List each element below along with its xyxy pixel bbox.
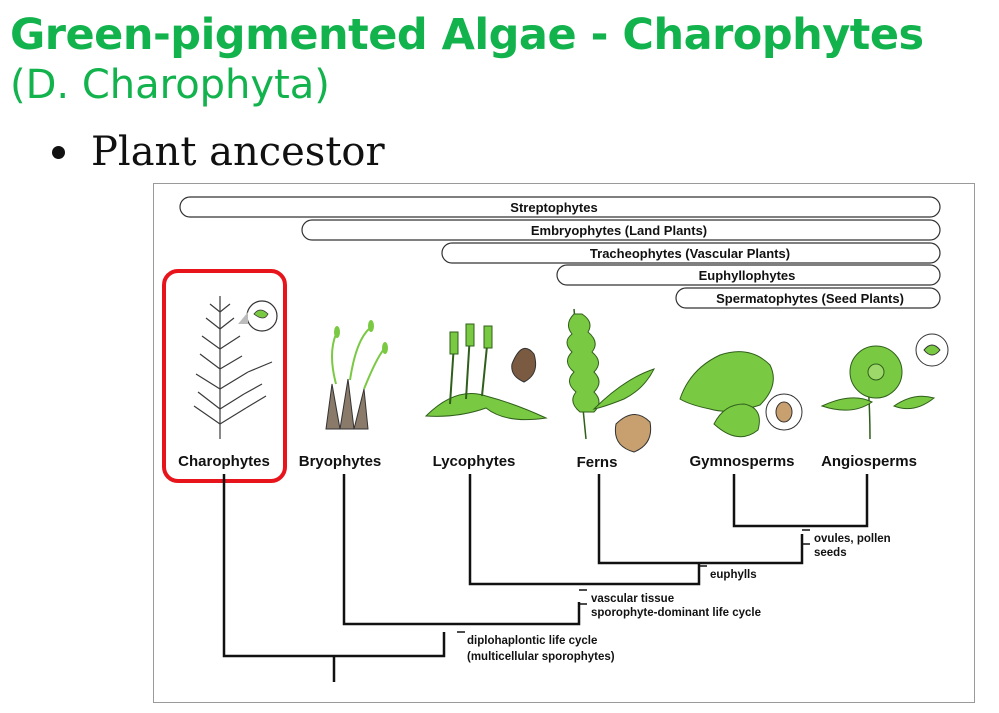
slide-subtitle: (D. Charophyta) <box>10 62 330 108</box>
clade-bar-embryophytes <box>301 219 941 241</box>
clade-label-spermatophytes: Spermatophytes (Seed Plants) <box>716 291 904 306</box>
clade-label-euphyllophytes: Euphyllophytes <box>699 268 796 283</box>
trait-label-sporophyte-dominant: sporophyte-dominant life cycle <box>591 607 761 619</box>
taxon-label-gymnosperms: Gymnosperms <box>689 453 794 470</box>
trait-label-multicellular-sporophytes: (multicellular sporophytes) <box>467 651 615 663</box>
taxon-label-ferns: Ferns <box>577 454 618 471</box>
phylogeny-figure: Streptophytes Embryophytes (Land Plants)… <box>153 183 975 703</box>
trait-label-seeds: seeds <box>814 547 847 559</box>
fern-illustration <box>566 308 655 453</box>
lycophyte-illustration <box>424 323 548 421</box>
clade-bar-euphyllophytes <box>556 264 941 286</box>
clade-label-tracheophytes: Tracheophytes (Vascular Plants) <box>590 246 790 261</box>
bryophyte-illustration <box>325 320 388 430</box>
charophyte-illustration <box>193 296 278 439</box>
clade-label-streptophytes: Streptophytes <box>510 200 597 215</box>
taxon-label-charophytes: Charophytes <box>178 453 270 470</box>
phylogenetic-tree <box>222 474 869 682</box>
trait-label-vascular-tissue: vascular tissue <box>591 593 674 605</box>
bullet-dot-icon <box>52 145 65 159</box>
taxon-label-lycophytes: Lycophytes <box>433 453 516 470</box>
bullet-text: Plant ancestor <box>91 129 385 175</box>
clade-bar-tracheophytes <box>441 242 941 264</box>
phylogeny-diagram: Streptophytes Embryophytes (Land Plants)… <box>162 196 949 682</box>
taxon-label-angiosperms: Angiosperms <box>821 453 917 470</box>
trait-label-diplohaplontic: diplohaplontic life cycle <box>467 635 597 647</box>
taxon-label-bryophytes: Bryophytes <box>299 453 382 470</box>
trait-ticks <box>457 529 810 633</box>
bullet-list: Plant ancestor <box>52 128 385 176</box>
bullet-item: Plant ancestor <box>52 128 385 176</box>
gymnosperm-illustration <box>679 351 803 438</box>
clade-bar-spermatophytes <box>675 287 941 309</box>
slide-title: Green-pigmented Algae - Charophytes <box>10 10 924 60</box>
trait-label-ovules-pollen: ovules, pollen <box>814 533 891 545</box>
clade-label-embryophytes: Embryophytes (Land Plants) <box>531 223 707 238</box>
clade-bar-streptophytes <box>179 196 941 218</box>
angiosperm-illustration <box>820 333 949 440</box>
trait-label-euphylls: euphylls <box>710 569 757 581</box>
